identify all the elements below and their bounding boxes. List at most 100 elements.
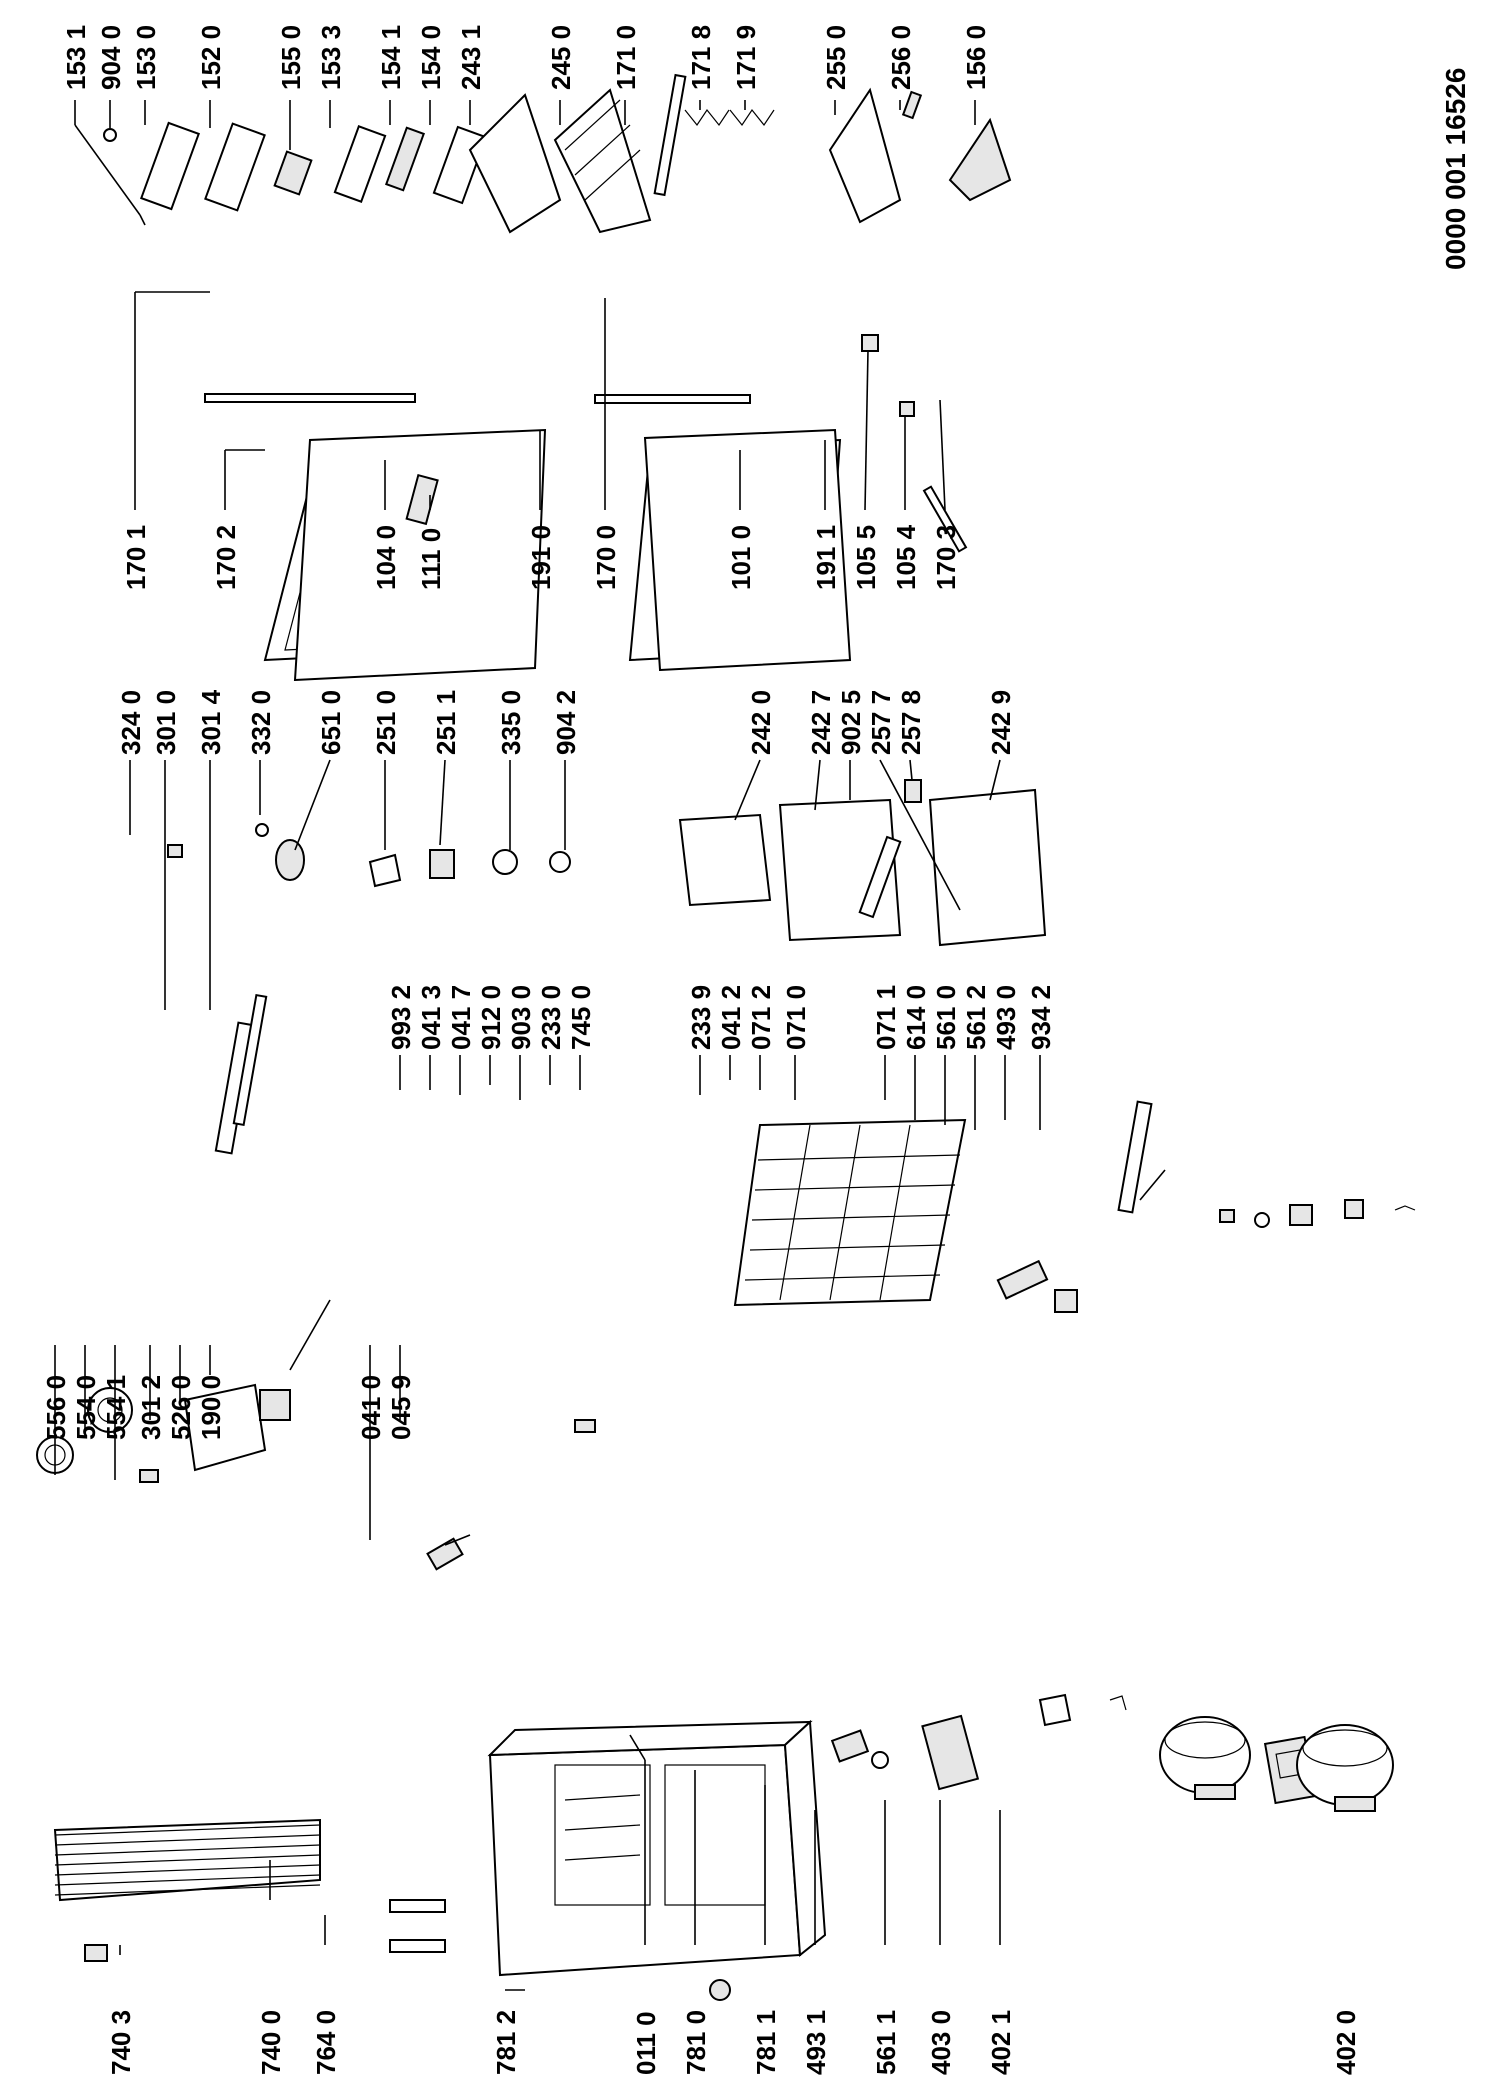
labels-col2a: 556 0 554 0 554 1 301 2 526 0 190 0 [41, 1375, 226, 1440]
part-label: 104 0 [371, 525, 401, 590]
small-fixings-drawing [1219, 1199, 1416, 1228]
fan-parts-drawing [36, 1299, 331, 1483]
leader-lines-col5 [134, 291, 946, 511]
labels-col2b: 041 0 045 9 [356, 1375, 416, 1440]
part-label: 324 0 [116, 690, 146, 755]
labels-col5a: 170 1 170 2 104 0 111 0 191 0 [121, 525, 556, 590]
part-label: 257 8 [896, 690, 926, 755]
freezer-door-drawing [594, 334, 968, 672]
part-label: 045 9 [386, 1375, 416, 1440]
part-label: 105 4 [891, 524, 921, 590]
part-label: 740 0 [256, 2010, 286, 2075]
leader-lines-col4 [129, 759, 1001, 1010]
part-label: 402 1 [986, 2010, 1016, 2075]
part-label: 171 0 [611, 25, 641, 90]
part-label: 153 1 [61, 25, 91, 90]
labels-col4b: 242 0 242 7 902 5 257 7 257 8 242 9 [746, 690, 1016, 755]
condenser-coil-drawing [53, 1818, 446, 1962]
part-label: 301 2 [136, 1375, 166, 1440]
light-and-covers-drawing [275, 839, 571, 888]
part-label: 993 2 [386, 985, 416, 1050]
part-label: 243 1 [456, 25, 486, 90]
part-label: 764 0 [311, 2010, 341, 2075]
part-label: 332 0 [246, 690, 276, 755]
part-label: 301 4 [196, 689, 226, 755]
part-label: 153 3 [316, 25, 346, 90]
crisper-drawers-drawing [678, 779, 1047, 947]
part-label: 256 0 [886, 25, 916, 90]
glass-shelves-drawing [468, 73, 1012, 234]
part-label: 190 0 [196, 1375, 226, 1440]
part-label: 561 0 [931, 985, 961, 1050]
part-label: 934 2 [1026, 985, 1056, 1050]
part-label: 902 5 [836, 690, 866, 755]
part-label: 105 5 [851, 525, 881, 590]
labels-col1: 740 3 740 0 764 0 781 2 011 0 781 0 781 … [106, 2010, 1361, 2075]
part-label: 904 2 [551, 690, 581, 755]
compressor-403-drawing [1159, 1716, 1251, 1800]
part-label: 651 0 [316, 690, 346, 755]
part-label: 111 0 [416, 528, 446, 590]
part-label: 740 3 [106, 2010, 136, 2075]
part-label: 556 0 [41, 1375, 71, 1440]
part-label: 155 0 [276, 25, 306, 90]
part-label: 233 9 [686, 985, 716, 1050]
part-label: 614 0 [901, 985, 931, 1050]
part-label: 041 0 [356, 1375, 386, 1440]
labels-col3a: 993 2 041 3 041 7 912 0 903 0 233 0 745 … [386, 985, 811, 1050]
part-label: 041 2 [716, 985, 746, 1050]
part-label: 171 9 [731, 25, 761, 90]
part-label: 554 0 [71, 1375, 101, 1440]
part-label: 255 0 [821, 25, 851, 90]
part-label: 781 0 [681, 2010, 711, 2075]
part-label: 251 1 [431, 690, 461, 755]
part-label: 170 1 [121, 525, 151, 590]
part-label: 170 3 [931, 525, 961, 590]
leader-lines-col2 [54, 1345, 401, 1540]
part-label: 904 0 [96, 25, 126, 90]
part-label: 154 1 [376, 25, 406, 90]
labels-col3b: 071 1 614 0 561 0 561 2 493 0 934 2 [871, 985, 1056, 1050]
cabinet-drawing [487, 1719, 827, 2001]
part-label: 781 2 [491, 2010, 521, 2075]
leader-lines-col3 [399, 1055, 1041, 1130]
part-label: 242 0 [746, 690, 776, 755]
part-label: 170 0 [591, 525, 621, 590]
part-label: 233 0 [536, 985, 566, 1050]
part-label: 257 7 [866, 690, 896, 755]
part-label: 561 2 [961, 985, 991, 1050]
part-label: 493 0 [991, 985, 1021, 1050]
labels-col6b: 171 8 171 9 255 0 256 0 156 0 [686, 25, 991, 90]
part-label: 041 7 [446, 985, 476, 1050]
part-label: 781 1 [751, 2010, 781, 2075]
part-label: 170 2 [211, 525, 241, 590]
part-label: 554 1 [101, 1375, 131, 1440]
leader-lines-col6 [74, 100, 976, 216]
part-label: 745 0 [566, 985, 596, 1050]
part-label: 912 0 [476, 985, 506, 1050]
evaporator-drawing [733, 1118, 967, 1307]
part-label: 251 0 [371, 690, 401, 755]
evaporator-sensor-drawing [426, 1419, 596, 1571]
part-label: 191 1 [811, 525, 841, 590]
part-label: 071 1 [871, 985, 901, 1050]
part-label: 191 0 [526, 525, 556, 590]
labels-col5b: 170 0 101 0 191 1 105 5 105 4 170 3 [591, 524, 961, 590]
part-label: 071 2 [746, 985, 776, 1050]
part-label: 526 0 [166, 1375, 196, 1440]
part-label: 335 0 [496, 690, 526, 755]
part-label: 242 7 [806, 690, 836, 755]
labels-col6a: 153 1 904 0 153 0 152 0 155 0 153 3 154 … [61, 25, 641, 90]
part-label: 011 0 [631, 2011, 661, 2075]
part-label: 153 0 [131, 25, 161, 90]
part-label: 171 8 [686, 25, 716, 90]
part-label: 242 9 [986, 690, 1016, 755]
hinge-parts-drawing [996, 1100, 1166, 1313]
relay-and-overload-drawing [1038, 1693, 1127, 1727]
labels-col4a: 324 0 301 0 301 4 332 0 651 0 251 0 251 … [116, 689, 581, 755]
part-label: 561 1 [871, 2010, 901, 2075]
thermostat-and-knobs-drawing [830, 1714, 980, 1791]
part-label: 101 0 [726, 525, 756, 590]
part-label: 903 0 [506, 985, 536, 1050]
